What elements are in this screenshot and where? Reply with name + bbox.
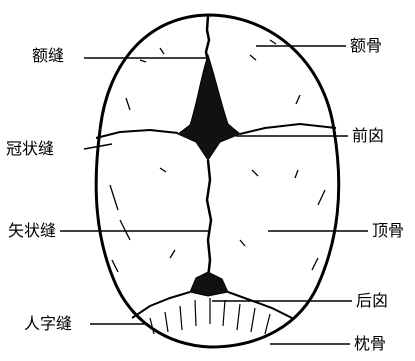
- label-posterior-fontanelle: 后囟: [356, 292, 388, 310]
- label-sagittal-suture: 矢状缝: [8, 222, 56, 240]
- label-lambdoid-suture: 人字缝: [24, 315, 72, 333]
- label-frontal-bone: 额骨: [350, 37, 382, 55]
- label-anterior-fontanelle: 前囟: [352, 127, 384, 145]
- skull-outline: [96, 15, 339, 347]
- label-coronal-suture: 冠状缝: [6, 140, 54, 158]
- label-frontal-suture: 额缝: [32, 47, 64, 65]
- label-parietal-bone: 顶骨: [372, 222, 404, 240]
- label-occipital-bone: 枕骨: [354, 335, 386, 353]
